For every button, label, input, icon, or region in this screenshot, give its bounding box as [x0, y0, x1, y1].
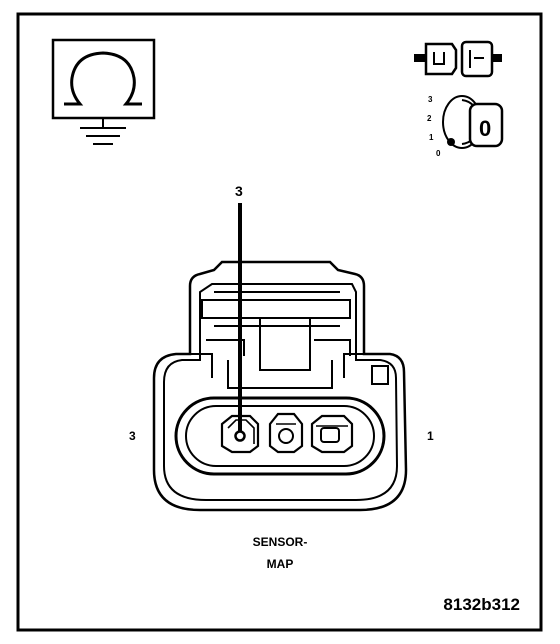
pin-label-left: 3	[129, 429, 136, 443]
cavity-pin-1	[310, 414, 354, 454]
key-position-3: 3	[428, 95, 433, 104]
connector-face	[152, 260, 408, 512]
pin-label-right: 1	[427, 429, 434, 443]
cavity-pin-3	[220, 414, 260, 454]
disconnected-connector-icon	[414, 40, 502, 78]
cavity-pin-2	[268, 412, 304, 454]
connector-name-line2: MAP	[267, 557, 294, 571]
connector-name-line1: SENSOR-	[253, 535, 308, 549]
key-position-2: 2	[427, 114, 432, 123]
callout-pin-marker	[234, 430, 246, 442]
ignition-key-icon: 3 2 1 0 0	[427, 95, 504, 158]
key-label: 0	[479, 116, 491, 141]
key-position-0: 0	[436, 149, 441, 158]
ohmmeter-icon	[51, 38, 156, 145]
callout-pin-label: 3	[235, 183, 243, 199]
key-position-1: 1	[429, 133, 434, 142]
figure-border	[16, 12, 543, 632]
figure-id: 8132b312	[443, 595, 520, 614]
